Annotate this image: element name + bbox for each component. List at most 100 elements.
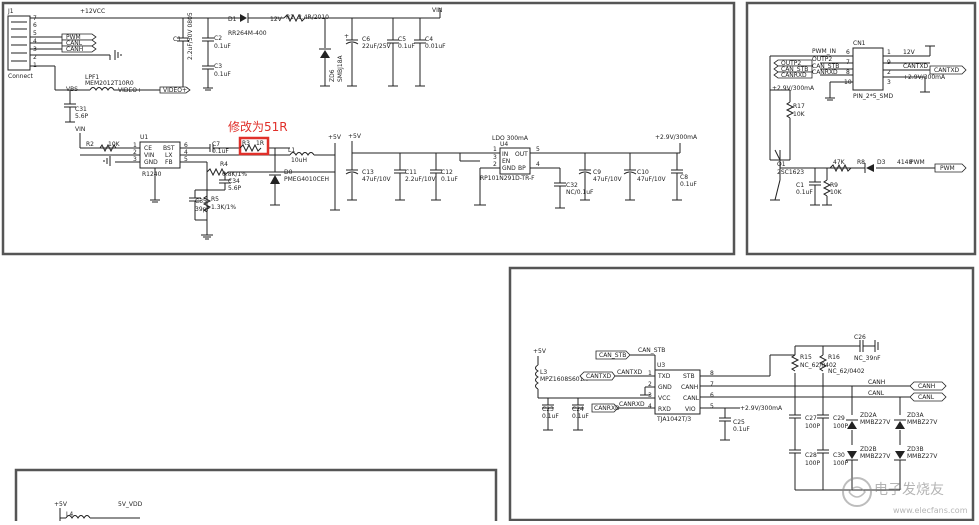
power-section: J1 Connect 7 6 5 4 3 2 1 +12VCC PWM CANL (7, 7, 698, 240)
r5-value: 1.3K/1% (211, 204, 236, 211)
c29-value: 100P (833, 423, 848, 430)
zd6-ref: ZD6 (329, 69, 336, 82)
pwm-flag-right (934, 163, 967, 173)
r1-resistor (283, 13, 440, 23)
cn1-pin-num: 6 (846, 49, 850, 56)
r4-value: 6.8K/1% (222, 171, 247, 178)
plus5v-can-label: +5V (533, 348, 547, 355)
c8-ref: C8 (680, 174, 688, 181)
cantxd-net: CANTXD (617, 369, 643, 376)
pwm-label: PWM (910, 159, 925, 166)
canh-flag-can (909, 381, 947, 391)
u4-pin-out: OUT (515, 151, 528, 158)
c10-ref: C10 (637, 169, 649, 176)
c11-ref: C11 (405, 169, 417, 176)
video-flag-label: VIDEO+ (163, 87, 187, 94)
j1-pin: 2 (33, 54, 37, 61)
u4-pin-num: 3 (493, 154, 497, 161)
r1-value: 2.4R/2010 (298, 14, 329, 21)
c3-value: 0.1uF (214, 71, 231, 78)
plus5v-b-label: +5V (348, 133, 362, 140)
canl-flag-label: CANL (66, 40, 83, 47)
u4-ic (499, 147, 531, 175)
ldo-wiring (351, 141, 681, 209)
pwm-in-label: PWM_IN (812, 48, 836, 55)
canh-flag-label: CANH (66, 46, 83, 53)
zener-diodes (846, 419, 906, 461)
r3-value: 1R (256, 140, 264, 147)
u4-pin-en: EN (502, 158, 510, 165)
c1-c3-caps (177, 18, 214, 91)
canh-flag (61, 45, 97, 53)
u4-pin-num: 5 (536, 146, 540, 153)
zd3b-part: MMBZ27V (907, 453, 938, 460)
u3-pin-num: 2 (648, 381, 652, 388)
cantxd-flag-label: CANTXD (934, 67, 960, 74)
v5-vdd-label: 5V_VDD (118, 501, 143, 508)
u3-pin-num: 4 (648, 403, 652, 410)
canrxd-label: CANRXD (812, 69, 838, 76)
canh-net: CANH (868, 379, 885, 386)
canh-flag-can-label: CANH (918, 383, 935, 390)
u1-wiring (79, 133, 140, 166)
c30-value: 100P (833, 460, 848, 467)
cn1-ref: CN1 (853, 40, 866, 47)
c31-value: 5.6P (75, 113, 89, 120)
u3-pin-num: 8 (710, 370, 714, 377)
j1-pin-numbers: 7 6 5 4 3 2 1 (33, 15, 37, 69)
zd6-part: SMBJ18A (337, 54, 344, 82)
cn1-wiring (769, 45, 935, 206)
r2-ref: R2 (86, 141, 94, 148)
pwm-flag-right-label: PWM (940, 165, 955, 172)
u1-pin-bst: BST (163, 145, 175, 152)
c9-value: 47uF/10V (593, 176, 623, 183)
r8-value: 47K (833, 159, 846, 166)
u1-pin-num: 6 (184, 142, 188, 149)
outp2-label: OUTP2 (812, 56, 832, 63)
r3-highlight-box (238, 136, 270, 156)
r1-rail: 12V (270, 16, 283, 23)
l1-ref: L1 (288, 147, 295, 154)
j1-name: Connect (8, 73, 33, 80)
vin-label: VIN (432, 7, 442, 14)
u1-pin-num: 4 (184, 149, 188, 156)
pwm-flag (61, 33, 97, 41)
canrxd-flag-can (591, 403, 619, 413)
rail29-can-label: +2.9V/300mA (740, 405, 783, 412)
ldo-caps (345, 153, 683, 201)
r4-ref: R4 (220, 161, 228, 168)
c2-ref: C2 (214, 35, 222, 42)
c25-ref: C25 (733, 419, 745, 426)
c3-ref: C3 (214, 63, 222, 70)
u1-pin-lx: LX (165, 152, 172, 159)
canl-flag-can-label: CANL (918, 394, 935, 401)
l3-part: MPZ1608S601A (540, 376, 588, 383)
zd3b-ref: ZD3B (907, 446, 924, 453)
l3-ref: L3 (540, 369, 547, 376)
plus5v-label: +5V (328, 134, 342, 141)
c1-ref: C1 (173, 36, 181, 43)
u1-pin-gnd: GND (144, 159, 158, 166)
c30-ref: C30 (833, 452, 845, 459)
r15-ref: R15 (800, 354, 812, 361)
u4-pin-num: 2 (493, 161, 497, 168)
c8-value: 0.1uF (680, 181, 697, 188)
cantxd-flag-can-label: CANTXD (586, 373, 612, 380)
can-stb-flag-can-label: CAN_STB (599, 352, 626, 359)
c12-ref: C12 (441, 169, 453, 176)
l1-value: 10uH (291, 157, 307, 164)
pwm-section-frame (745, 1, 977, 256)
bottom-section: +5V 5V_VDD L4 (54, 501, 143, 521)
u3-pin-canl: CANL (683, 395, 700, 402)
cn1-pin-num: 1 (887, 49, 891, 56)
d0-diode (269, 155, 281, 206)
j1-ref: J1 (7, 8, 14, 15)
watermark-domain: www.elecfans.com (893, 506, 968, 515)
zd3a-part: MMBZ27V (907, 419, 938, 426)
c23-ref: C23 (542, 406, 554, 413)
c24-value: 0.1uF (572, 413, 589, 420)
u3-pin-num: 5 (710, 403, 714, 410)
u4-ref: U4 (500, 141, 508, 148)
c4-ref: C4 (425, 36, 433, 43)
c28-ref: C28 (805, 452, 817, 459)
